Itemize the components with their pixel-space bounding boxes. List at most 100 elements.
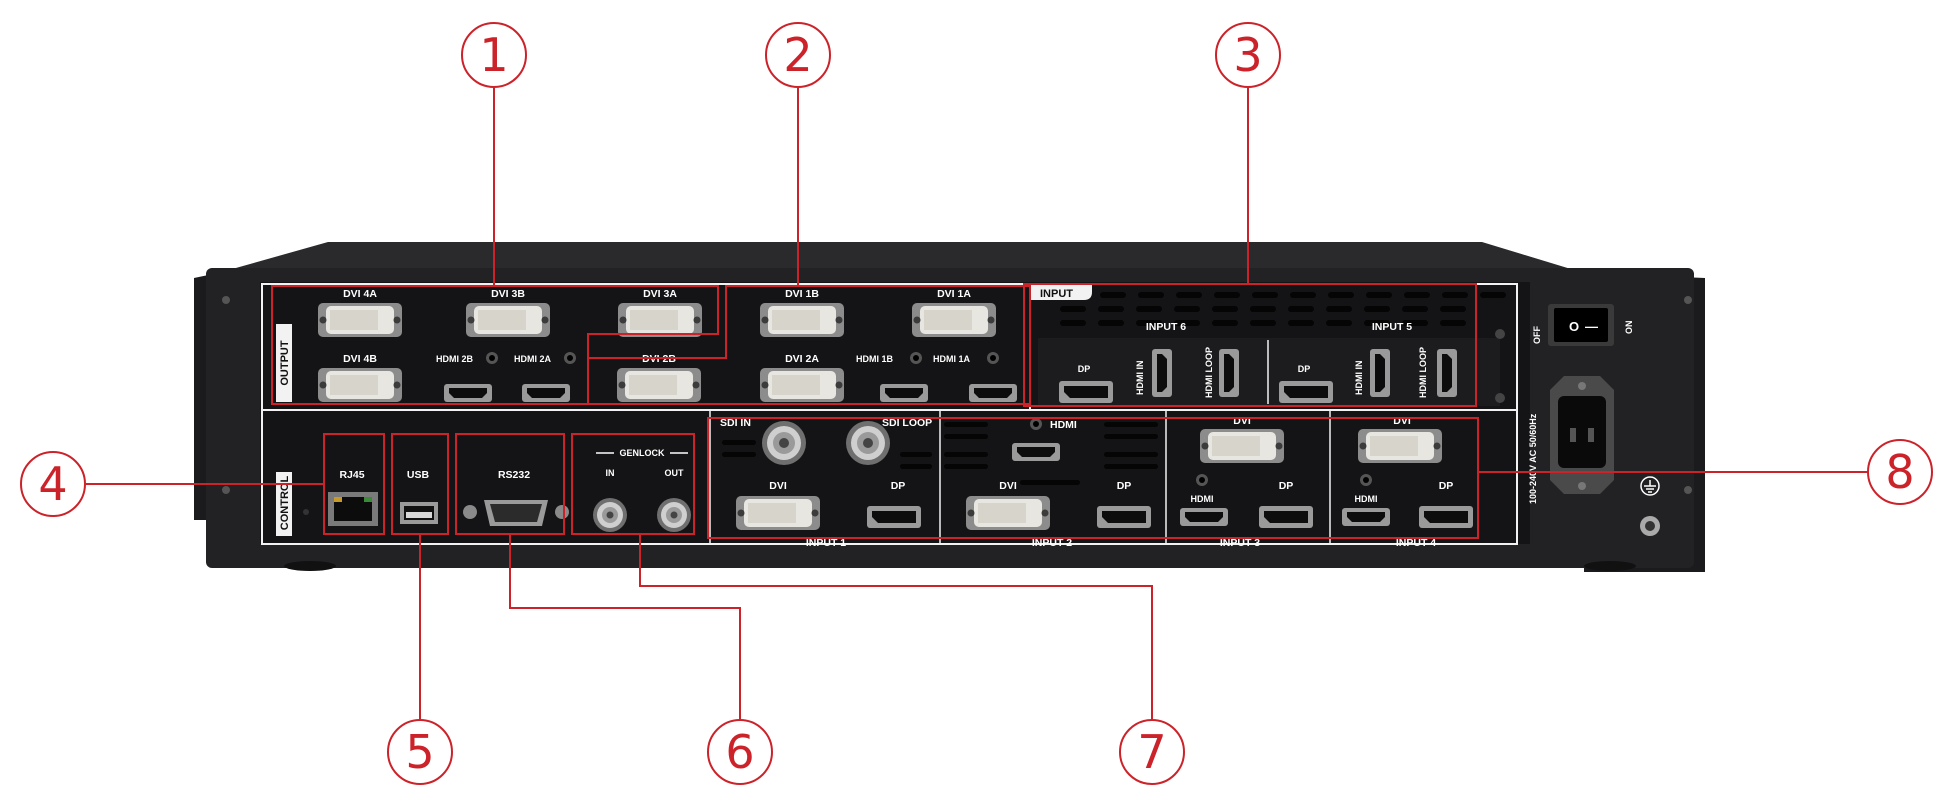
- port-label: DVI 2A: [785, 353, 819, 365]
- port-label: HDMI 1B: [856, 354, 894, 364]
- input2-hdmi-label: HDMI: [1050, 419, 1077, 431]
- power-inlet: [1550, 376, 1614, 494]
- port-label: DVI 1B: [785, 288, 819, 300]
- control-section-label: CONTROL: [279, 476, 291, 531]
- input-header: INPUT: [1040, 288, 1073, 300]
- input1: SDI IN SDI LOOP DVI DP INPUT 1: [720, 417, 932, 549]
- callout-boxes: [271, 283, 1479, 539]
- port-dvi-4a: DVI 4A: [318, 288, 402, 337]
- callout-3: 3: [1215, 22, 1281, 88]
- port-dvi-2a: DVI 2A: [760, 353, 844, 402]
- callout-2: 2: [765, 22, 831, 88]
- genlock-label: GENLOCK: [620, 448, 666, 458]
- callout-number: 7: [1137, 725, 1166, 779]
- port-hdmi-1a: HDMI 1A: [933, 352, 1017, 402]
- input4-label: INPUT 4: [1396, 537, 1436, 549]
- callout-number: 8: [1885, 445, 1914, 499]
- output-section-label: OUTPUT: [279, 340, 291, 386]
- input5-label: INPUT 5: [1372, 321, 1412, 333]
- ground-icon: [1640, 476, 1660, 496]
- port-hdmi-1b: HDMI 1B: [856, 352, 928, 402]
- callout-4: 4: [20, 451, 86, 517]
- input4-dp-label: DP: [1439, 480, 1454, 492]
- callout-box-1: [271, 285, 719, 405]
- input6-hdmi-in-label: HDMI IN: [1135, 361, 1145, 396]
- input6-ports: DP HDMI IN HDMI LOOP: [1059, 347, 1239, 403]
- input1-dvi-label: DVI: [769, 480, 787, 492]
- input5-hdmi-loop-label: HDMI LOOP: [1418, 347, 1428, 398]
- rj45-label: RJ45: [339, 469, 364, 481]
- callout-box-8: [707, 417, 1479, 539]
- power-off-label: OFF: [1532, 326, 1542, 344]
- genlock-in-label: IN: [606, 468, 615, 478]
- input4-hdmi-label: HDMI: [1355, 494, 1378, 504]
- input2-label: INPUT 2: [1032, 537, 1072, 549]
- genlock: GENLOCK IN OUT: [593, 448, 691, 532]
- usb-label: USB: [407, 469, 430, 481]
- switch-on-glyph: —: [1585, 319, 1598, 334]
- port-dvi-1a: DVI 1A: [912, 288, 996, 337]
- power-section: OFF O — ON 100-240V AC 50/60Hz: [1528, 304, 1660, 536]
- callout-number: 5: [405, 725, 434, 779]
- port-dvi-3b: DVI 3B: [466, 288, 550, 337]
- input-bottom-section: SDI IN SDI LOOP DVI DP INPUT 1 HD: [709, 410, 1473, 549]
- port-label: DVI 3B: [491, 288, 525, 300]
- callout-number: 6: [725, 725, 754, 779]
- input2-dvi-label: DVI: [999, 480, 1017, 492]
- callout-number: 1: [479, 28, 508, 82]
- control-section: CONTROL RJ45 USB RS232 GENLOCK IN: [276, 448, 691, 536]
- input2-dp-label: DP: [1117, 480, 1132, 492]
- callout-number: 3: [1233, 28, 1262, 82]
- vent-top: [1060, 292, 1506, 326]
- callout-box-7: [571, 433, 695, 535]
- callout-markers: 1 2 3 4 5 6 7 8: [20, 22, 1933, 785]
- input3-dvi-label: DVI: [1233, 415, 1251, 427]
- port-label: DVI 4B: [343, 353, 377, 365]
- input1-dp-label: DP: [891, 480, 906, 492]
- port-label: DVI 3A: [643, 288, 677, 300]
- callout-5: 5: [387, 719, 453, 785]
- port-label: HDMI 2A: [514, 354, 552, 364]
- input1-label: INPUT 1: [806, 537, 846, 549]
- input3-hdmi-label: HDMI: [1191, 494, 1214, 504]
- callout-box-2: [587, 285, 1031, 405]
- input6-hdmi-loop-label: HDMI LOOP: [1204, 347, 1214, 398]
- callout-7: 7: [1119, 719, 1185, 785]
- input5-ports: DP HDMI IN HDMI LOOP: [1279, 347, 1457, 403]
- callout-box-3: [1023, 283, 1477, 407]
- input2: HDMI DVI DP INPUT 2: [944, 418, 1158, 549]
- port-hdmi-2a: HDMI 2A: [514, 352, 576, 402]
- power-on-label: ON: [1624, 321, 1634, 335]
- callout-number: 2: [783, 28, 812, 82]
- port-label: HDMI 2B: [436, 354, 474, 364]
- callout-6: 6: [707, 719, 773, 785]
- sdi-in-label: SDI IN: [720, 417, 751, 429]
- input3-dp-label: DP: [1279, 480, 1294, 492]
- port-dvi-4b: DVI 4B: [318, 353, 402, 402]
- input5-dp-label: DP: [1298, 364, 1311, 374]
- port-rj45: RJ45: [328, 469, 378, 526]
- port-label: HDMI 1A: [933, 354, 971, 364]
- genlock-out-label: OUT: [665, 468, 685, 478]
- voltage-label: 100-240V AC 50/60Hz: [1528, 413, 1538, 504]
- input-top-section: INPUT INPUT 6 INPUT 5 DP: [1030, 284, 1506, 406]
- switch-off-glyph: O: [1569, 319, 1579, 334]
- port-usb: USB: [400, 469, 438, 524]
- input6-label: INPUT 6: [1146, 321, 1186, 333]
- input3-label: INPUT 3: [1220, 537, 1260, 549]
- callout-8: 8: [1867, 439, 1933, 505]
- port-rs232: RS232: [463, 469, 569, 526]
- callout-leaders: [86, 88, 1868, 720]
- port-hdmi-2b: HDMI 2B: [436, 352, 498, 402]
- port-dvi-1b: DVI 1B: [760, 288, 844, 337]
- port-dvi-3a: DVI 3A: [618, 288, 702, 337]
- callout-number: 4: [38, 457, 67, 511]
- port-label: DVI 4A: [343, 288, 377, 300]
- port-label: DVI 1A: [937, 288, 971, 300]
- ground-terminal: [1640, 516, 1660, 536]
- input4-dvi-label: DVI: [1393, 415, 1411, 427]
- rs232-label: RS232: [498, 469, 530, 481]
- sdi-loop-label: SDI LOOP: [882, 417, 932, 429]
